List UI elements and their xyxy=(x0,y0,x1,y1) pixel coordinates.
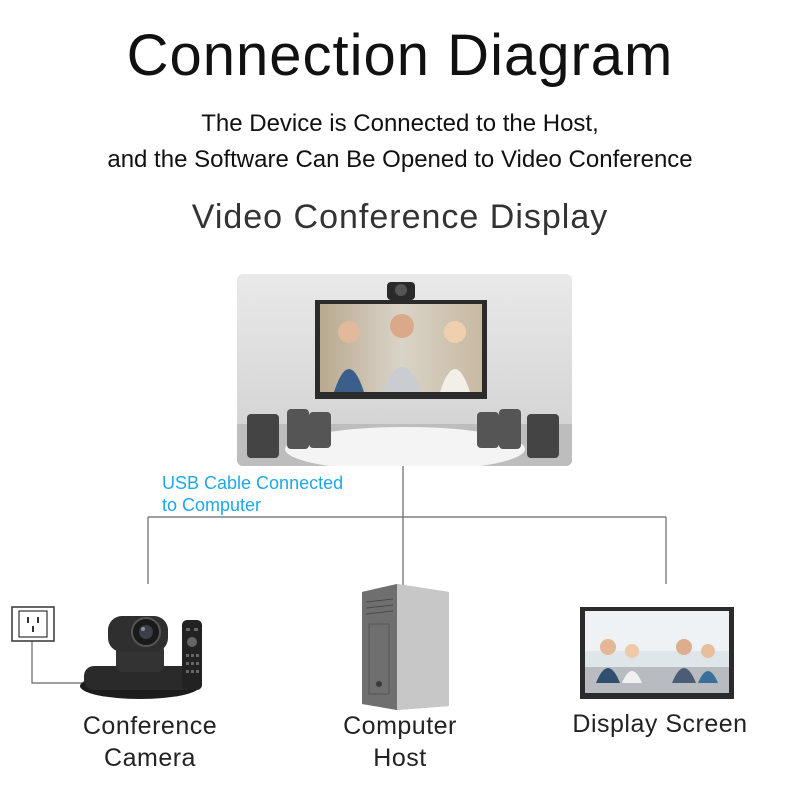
usb-cable-label-line-1: USB Cable Connected xyxy=(162,473,344,493)
camera-label: Conference Camera xyxy=(40,710,260,774)
host-label-line-2: Host xyxy=(373,744,427,772)
conference-room-image xyxy=(237,274,572,466)
computer-tower-icon xyxy=(362,584,449,710)
power-outlet-icon xyxy=(11,606,55,642)
subtitle-line-2: and the Software Can Be Opened to Video … xyxy=(107,146,693,173)
usb-cable-label-line-2: to Computer xyxy=(162,495,262,515)
host-label-line-1: Computer xyxy=(343,712,457,740)
display-label: Display Screen xyxy=(572,710,748,738)
host-label: Computer Host xyxy=(290,710,510,774)
page-title: Connection Diagram xyxy=(126,23,674,88)
remote-control-icon xyxy=(182,620,202,690)
camera-label-line-2: Camera xyxy=(104,744,196,772)
usb-cable-label: USB Cable Connected to Computer xyxy=(162,472,343,516)
display-heading: Video Conference Display xyxy=(191,198,609,236)
camera-label-line-1: Conference xyxy=(82,712,218,740)
subtitle-line-1: The Device is Connected to the Host, xyxy=(201,110,599,137)
ptz-camera-icon xyxy=(80,616,200,699)
display-monitor-icon xyxy=(580,607,734,699)
